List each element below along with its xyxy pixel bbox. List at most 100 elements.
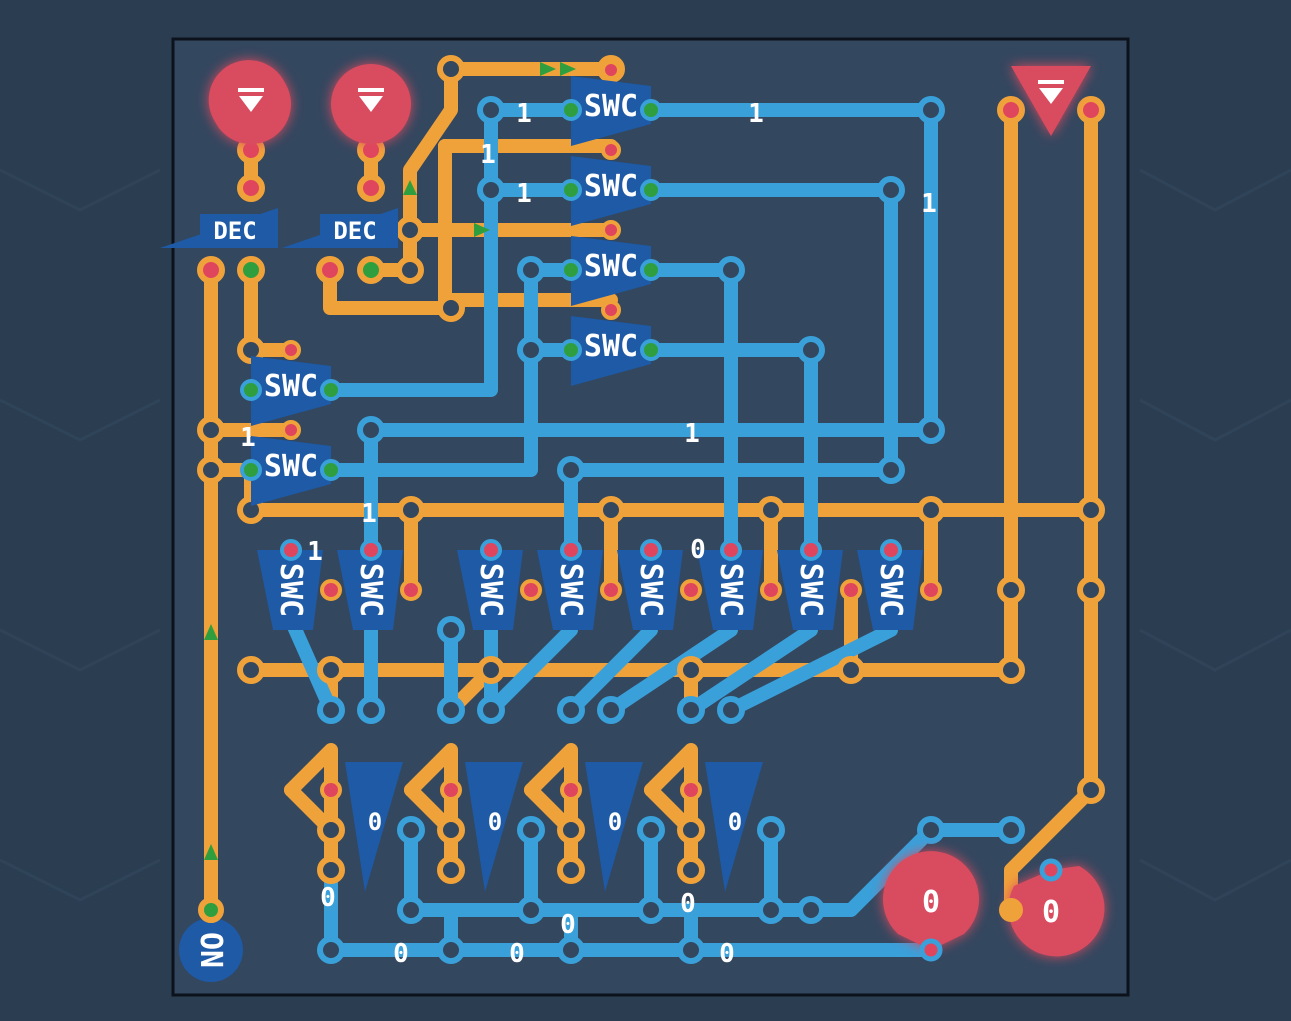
gate-pin[interactable] xyxy=(880,539,902,561)
wire-node[interactable] xyxy=(917,96,945,124)
wire-node[interactable] xyxy=(437,856,465,884)
gate-pin[interactable] xyxy=(240,379,262,401)
on-output-pin[interactable] xyxy=(198,897,224,923)
gate-pin[interactable] xyxy=(640,259,662,281)
gate-pin[interactable] xyxy=(601,300,621,320)
wire-node[interactable] xyxy=(317,656,345,684)
gate-pin[interactable] xyxy=(316,256,344,284)
wire-node[interactable] xyxy=(477,696,505,724)
logic-gate[interactable]: 0 xyxy=(440,762,523,892)
wire-node[interactable] xyxy=(597,496,625,524)
gate-pin[interactable] xyxy=(680,779,702,801)
gate-pin[interactable] xyxy=(920,579,942,601)
gate-pin[interactable] xyxy=(520,579,542,601)
display-output-right[interactable] xyxy=(1008,866,1105,957)
swc-gate[interactable]: SWC xyxy=(560,220,662,306)
wire-node[interactable] xyxy=(1077,576,1105,604)
wire-node[interactable] xyxy=(637,896,665,924)
wire-node[interactable] xyxy=(837,656,865,684)
display-output-left[interactable] xyxy=(883,851,980,950)
dec-gate-a[interactable]: DEC xyxy=(160,208,278,248)
swc-gate[interactable]: SWC xyxy=(560,60,662,146)
wire-node[interactable] xyxy=(557,856,585,884)
gate-pin[interactable] xyxy=(320,779,342,801)
wire-node[interactable] xyxy=(317,856,345,884)
gate-pin[interactable] xyxy=(600,579,622,601)
wire-node[interactable] xyxy=(397,816,425,844)
wire-node[interactable] xyxy=(677,936,705,964)
wire-node[interactable] xyxy=(757,496,785,524)
swc-gate[interactable]: SWC xyxy=(857,539,942,630)
gate-pin[interactable] xyxy=(840,579,862,601)
wire-node[interactable] xyxy=(477,656,505,684)
junction-nodes[interactable] xyxy=(197,55,1105,964)
gate-pin[interactable] xyxy=(280,539,302,561)
on-constant[interactable]: ON xyxy=(179,918,243,982)
gate-pin[interactable] xyxy=(560,259,582,281)
wire-node[interactable] xyxy=(557,456,585,484)
wire-node[interactable] xyxy=(597,696,625,724)
wire-node[interactable] xyxy=(1077,776,1105,804)
wire-node[interactable] xyxy=(357,696,385,724)
wire-node[interactable] xyxy=(437,816,465,844)
gate-pin[interactable] xyxy=(640,179,662,201)
gate-pin[interactable] xyxy=(680,579,702,601)
wire-node[interactable] xyxy=(437,294,465,322)
wire-node[interactable] xyxy=(917,416,945,444)
wire-node[interactable] xyxy=(717,256,745,284)
display-left-pin[interactable] xyxy=(919,938,943,962)
gate-pin[interactable] xyxy=(360,539,382,561)
gate-pin[interactable] xyxy=(640,339,662,361)
wire-node[interactable] xyxy=(717,696,745,724)
wire-node[interactable] xyxy=(557,816,585,844)
swc-gate[interactable]: SWC xyxy=(240,420,342,506)
wire-node[interactable] xyxy=(917,816,945,844)
wire-node[interactable] xyxy=(197,416,225,444)
swc-gate[interactable]: SWC xyxy=(457,539,542,630)
gate-pin[interactable] xyxy=(601,220,621,240)
wire-node[interactable] xyxy=(797,896,825,924)
wire-node[interactable] xyxy=(917,496,945,524)
wire-node[interactable] xyxy=(757,816,785,844)
swc-gate[interactable]: SWC xyxy=(257,539,342,630)
gate-pin[interactable] xyxy=(237,256,265,284)
gate-pin[interactable] xyxy=(320,379,342,401)
gate-pin[interactable] xyxy=(997,96,1025,124)
wire-node[interactable] xyxy=(197,456,225,484)
wire-node[interactable] xyxy=(1077,496,1105,524)
gate-pin[interactable] xyxy=(560,99,582,121)
gate-pin[interactable] xyxy=(240,459,262,481)
gate-pin[interactable] xyxy=(281,340,301,360)
wire-node[interactable] xyxy=(677,816,705,844)
swc-gate[interactable]: SWC xyxy=(240,340,342,426)
gate-pin[interactable] xyxy=(601,60,621,80)
wire-node[interactable] xyxy=(677,856,705,884)
logic-gate[interactable]: 0 xyxy=(320,762,403,892)
gate-pin[interactable] xyxy=(357,256,385,284)
wire-node[interactable] xyxy=(517,336,545,364)
gate-pin[interactable] xyxy=(237,174,265,202)
gate-pin[interactable] xyxy=(281,420,301,440)
gate-pin[interactable] xyxy=(560,779,582,801)
gate-pin[interactable] xyxy=(640,539,662,561)
gate-pin[interactable] xyxy=(197,256,225,284)
gate-pin[interactable] xyxy=(400,579,422,601)
swc-gate[interactable]: SWC xyxy=(537,539,622,630)
gate-pin[interactable] xyxy=(480,539,502,561)
gate-pin[interactable] xyxy=(560,539,582,561)
wire-node[interactable] xyxy=(517,816,545,844)
gate-pin[interactable] xyxy=(320,579,342,601)
wire-node[interactable] xyxy=(397,896,425,924)
wire-node[interactable] xyxy=(997,576,1025,604)
gate-pin[interactable] xyxy=(560,179,582,201)
swc-gate[interactable]: SWC xyxy=(777,539,862,630)
wire-node[interactable] xyxy=(396,216,424,244)
swc-gate[interactable]: SWC xyxy=(697,539,782,630)
wire-node[interactable] xyxy=(757,896,785,924)
logic-gate[interactable]: 0 xyxy=(560,762,643,892)
wire-node[interactable] xyxy=(397,496,425,524)
gate-pin[interactable] xyxy=(1077,96,1105,124)
gate-pin[interactable] xyxy=(440,779,462,801)
wire-node[interactable] xyxy=(877,176,905,204)
